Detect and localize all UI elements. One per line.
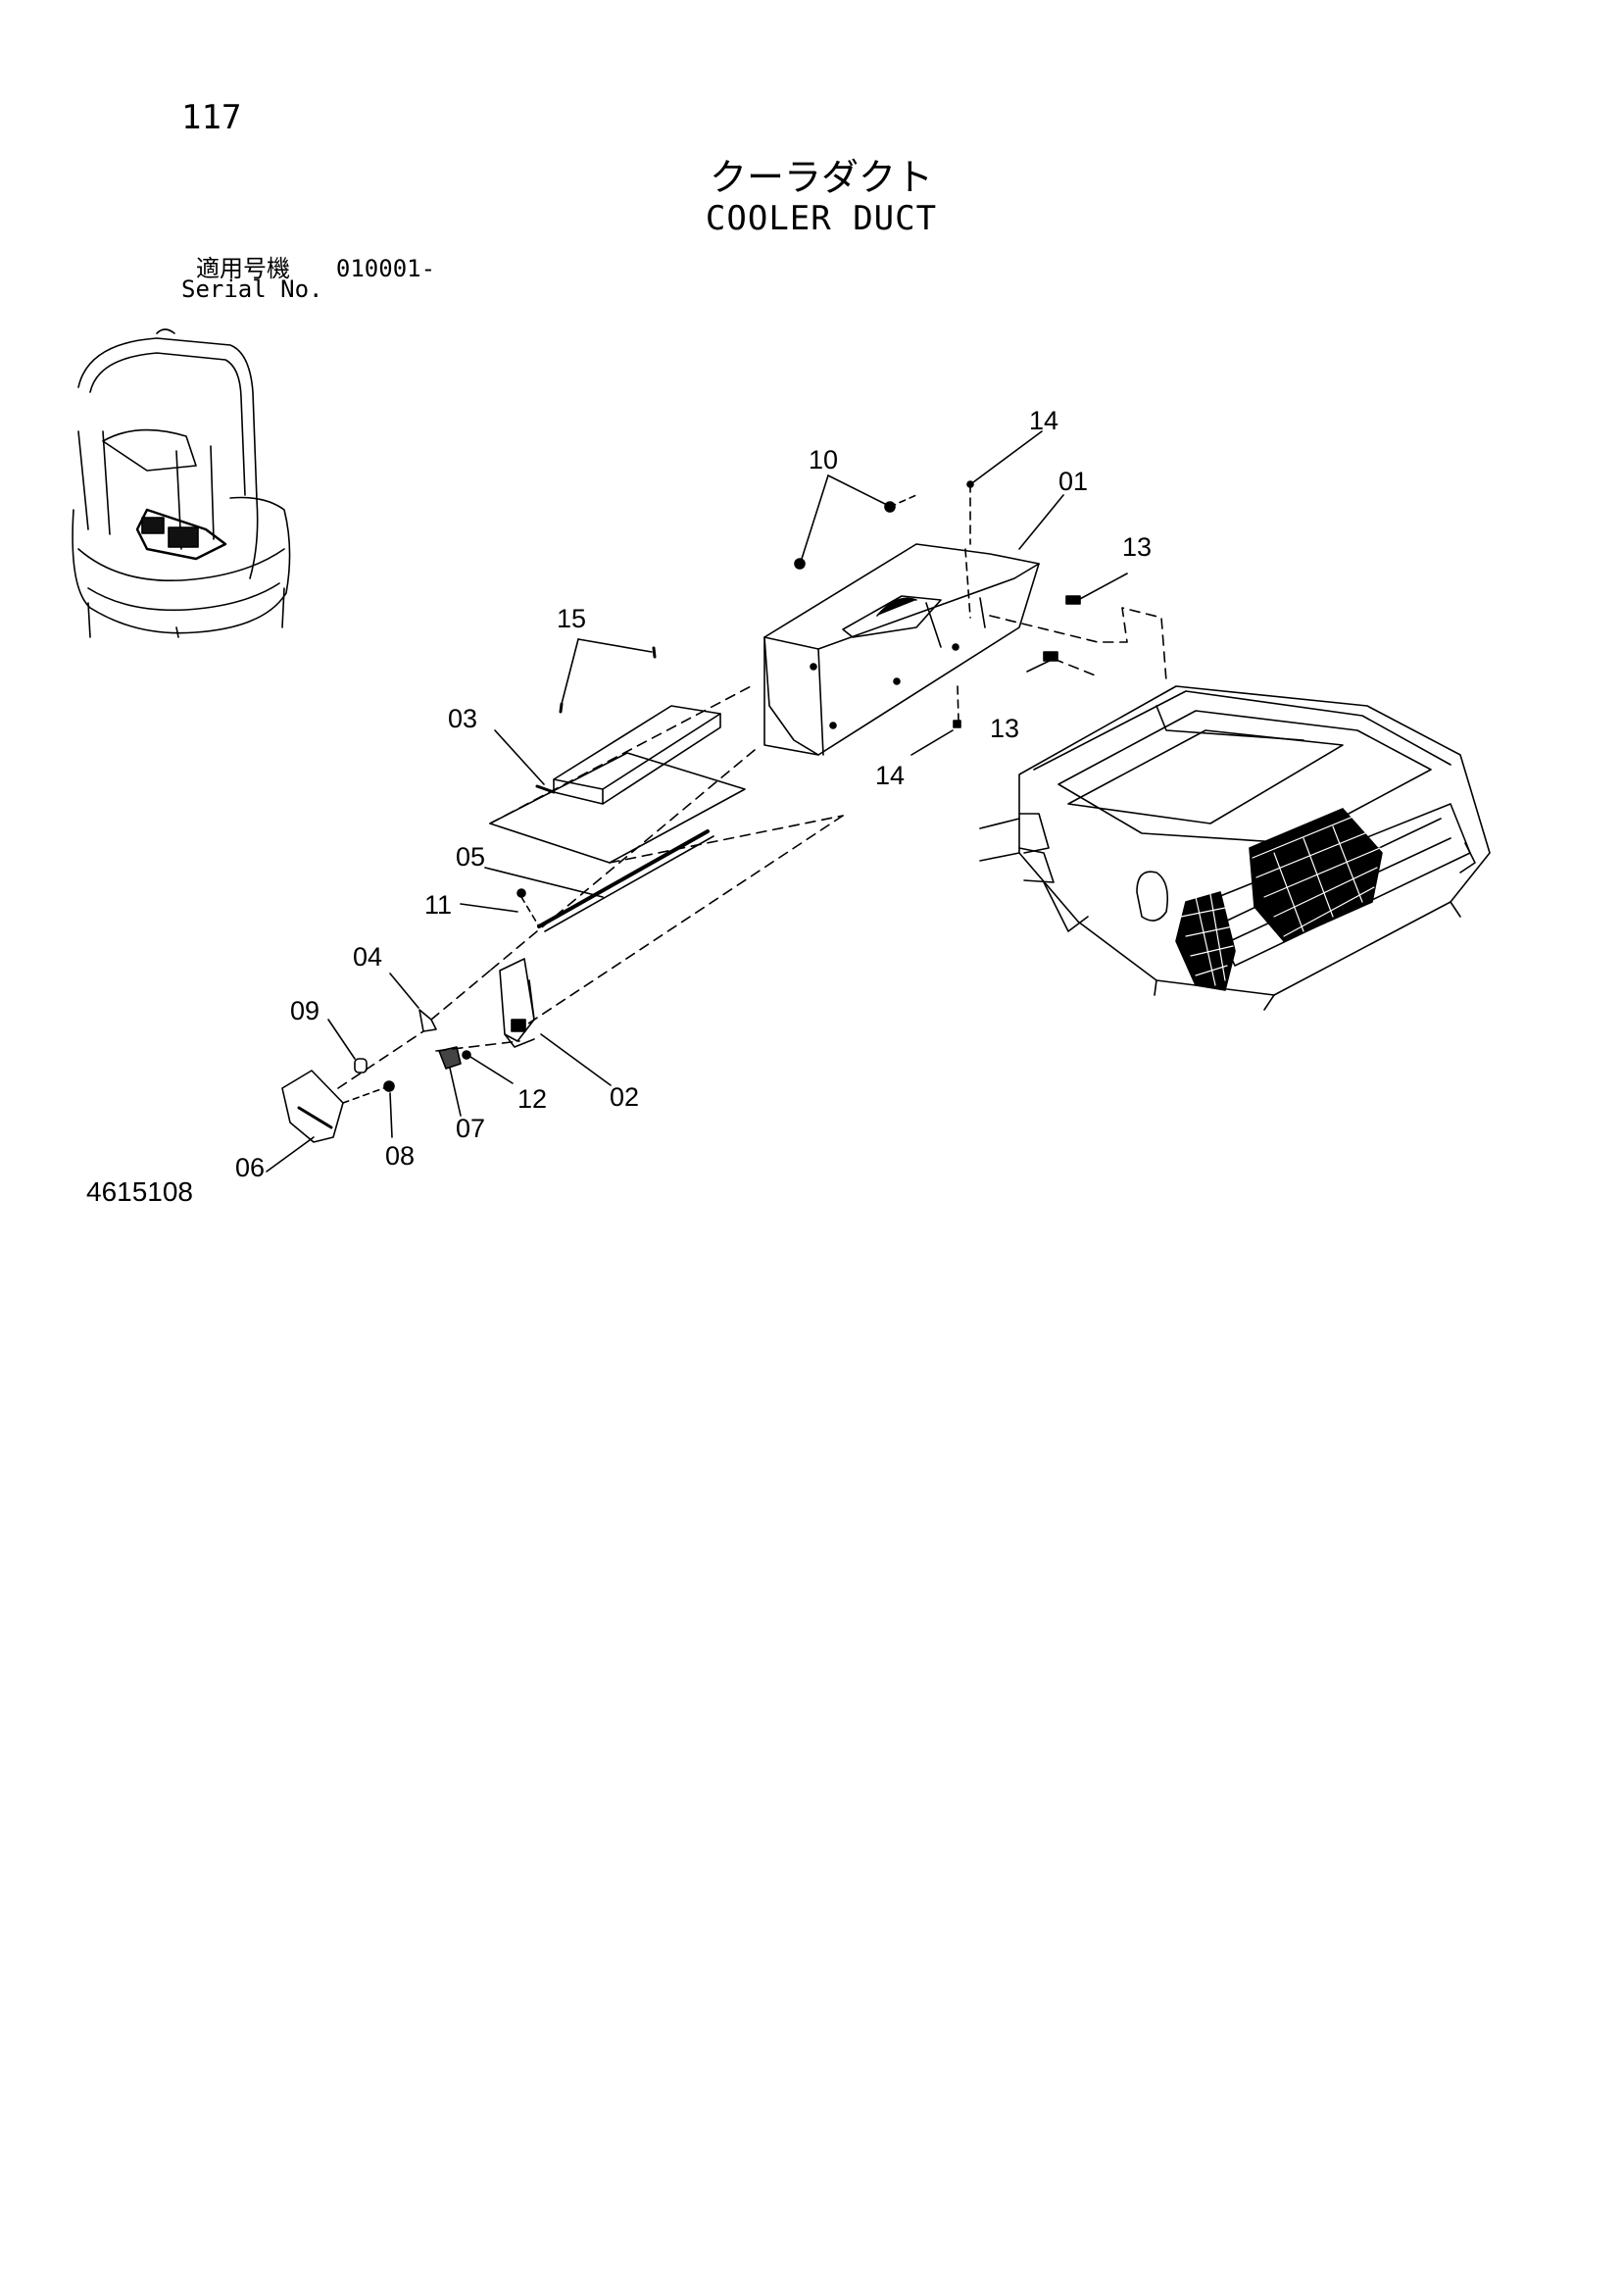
part-01-cooler-duct	[763, 543, 1040, 756]
serial-value: 010001-	[335, 255, 436, 282]
cooler-unit-assembly	[979, 685, 1491, 1011]
callout-15: 15	[557, 604, 586, 633]
page-title-english: COOLER DUCT	[705, 199, 938, 238]
callout-01: 01	[1058, 467, 1088, 496]
callout-05: 05	[456, 842, 485, 872]
callout-13-lower: 13	[990, 714, 1019, 743]
part-03-filter	[489, 683, 844, 864]
callout-14-upper: 14	[1029, 406, 1058, 435]
drawing-number: 4615108	[86, 1176, 194, 1207]
callout-10: 10	[809, 445, 838, 474]
callout-07: 07	[456, 1114, 485, 1143]
callout-13-upper: 13	[1122, 532, 1152, 562]
page-title-japanese: クーラダクト	[709, 156, 933, 199]
callout-02: 02	[610, 1082, 639, 1112]
callout-09: 09	[290, 996, 320, 1025]
callout-12: 12	[517, 1084, 547, 1114]
callout-11: 11	[424, 890, 452, 920]
page-number: 117	[181, 98, 242, 137]
callout-08: 08	[385, 1141, 415, 1171]
part-06-plate	[281, 1030, 424, 1143]
serial-range-japanese: 適用号機 010001-	[196, 249, 435, 283]
part-02-bracket	[499, 958, 535, 1048]
callout-06: 06	[235, 1153, 265, 1182]
serial-label-english: Serial No.	[181, 275, 323, 303]
callout-03: 03	[448, 704, 477, 733]
serial-label-japanese: 適用号機	[196, 255, 290, 282]
excavator-locator-thumbnail	[72, 328, 291, 638]
callout-14-lower: 14	[875, 761, 905, 790]
callout-04: 04	[353, 942, 382, 972]
